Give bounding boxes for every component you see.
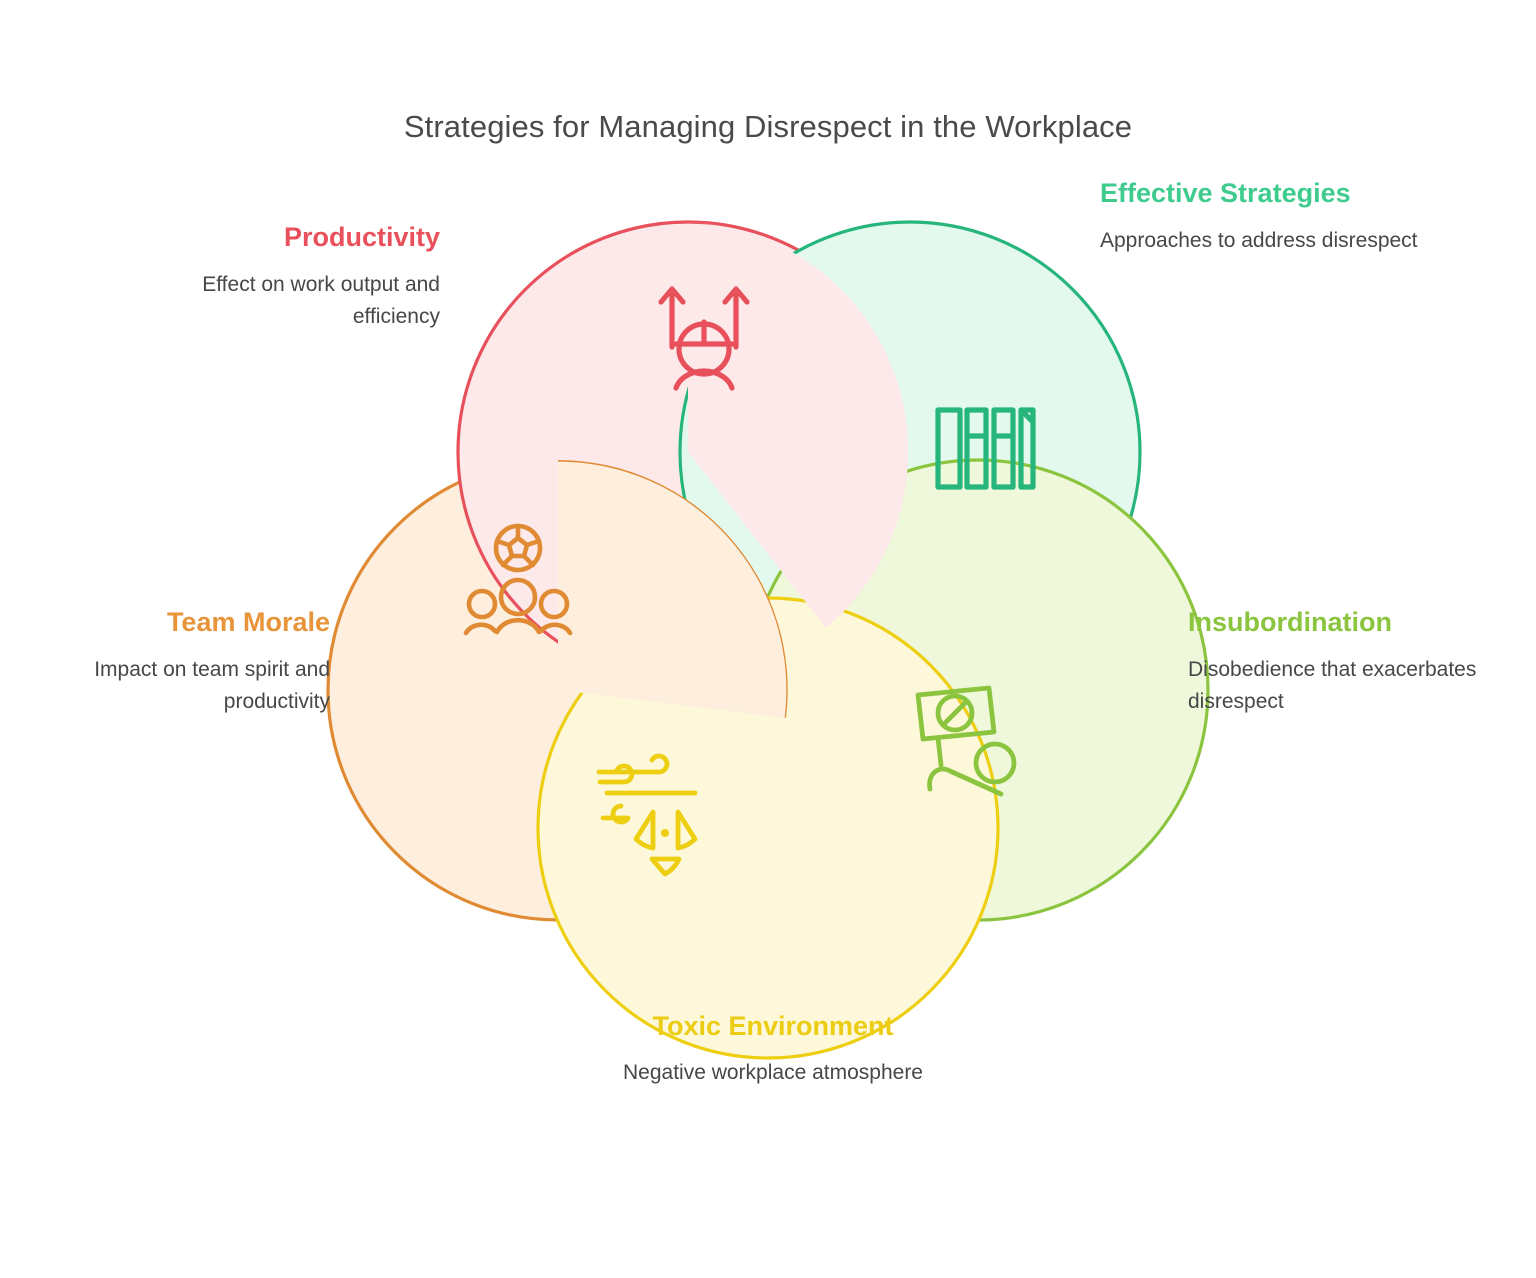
venn-circles (326, 220, 1210, 1060)
segment-label-productivity: Productivity Effect on work output and e… (120, 220, 440, 334)
toxic-radiation-wind-icon (596, 753, 698, 877)
segment-title-team-morale: Team Morale (166, 607, 330, 637)
segment-title-productivity: Productivity (283, 222, 440, 252)
segment-title-effective-strategies: Effective Strategies (1100, 178, 1351, 208)
segment-description-toxic-environment: Negative workplace atmosphere (623, 1060, 923, 1084)
circle-productivity-overlap (688, 222, 909, 628)
segment-label-insubordination: Insubordination Disobedience that exacer… (1188, 605, 1518, 719)
segment-label-toxic-environment: Toxic Environment Negative workplace atm… (583, 1010, 963, 1089)
worker-with-up-arrows-icon (658, 286, 750, 391)
documents-stack-icon (935, 407, 1036, 490)
segment-title-insubordination: Insubordination (1188, 607, 1392, 637)
segment-description-productivity: Effect on work output and efficiency (202, 272, 440, 329)
segment-label-effective-strategies: Effective Strategies Approaches to addre… (1100, 176, 1430, 257)
team-group-ball-icon (463, 523, 573, 636)
segment-label-team-morale: Team Morale Impact on team spirit and pr… (35, 605, 330, 719)
page-title: Strategies for Managing Disrespect in th… (403, 108, 1133, 144)
segment-description-team-morale: Impact on team spirit and productivity (94, 657, 330, 714)
segment-description-insubordination: Disobedience that exacerbates disrespect (1188, 657, 1477, 714)
segment-description-effective-strategies: Approaches to address disrespect (1100, 228, 1418, 252)
segment-title-toxic-environment: Toxic Environment (652, 1011, 894, 1041)
circle-team-morale-overlap (558, 460, 788, 718)
protest-sign-no-symbol-icon (915, 685, 1017, 797)
